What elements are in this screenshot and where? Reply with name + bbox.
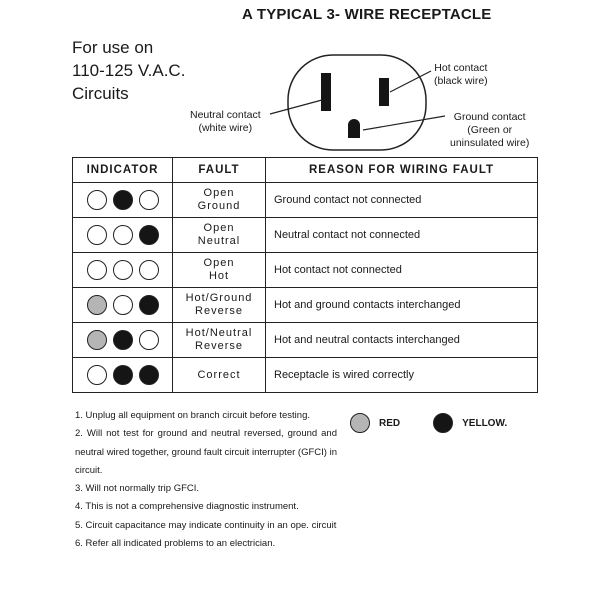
light-yellow-icon (138, 225, 159, 245)
red-light-icon (350, 413, 370, 433)
usage-line: For use on (72, 38, 154, 57)
light-off-icon (138, 190, 159, 210)
fault-table: INDICATOR FAULT REASON FOR WIRING FAULT … (72, 157, 538, 393)
usage-line: 110-125 V.A.C. (72, 61, 186, 80)
hot-label: Hot contact(black wire) (434, 62, 488, 87)
legend-red: RED (379, 417, 401, 429)
light-off-icon (86, 190, 107, 210)
page-title: A TYPICAL 3- WIRE RECEPTACLE (242, 6, 492, 23)
header-reason: REASON FOR WIRING FAULT (265, 157, 538, 183)
legend-yellow: YELLOW. (462, 417, 508, 429)
note: 1. Unplug all equipment on branch circui… (75, 410, 310, 421)
reason-cell: Ground contact not connected (265, 182, 538, 218)
light-yellow-icon (138, 365, 159, 385)
light-yellow-icon (112, 365, 133, 385)
fault-text: Open (203, 222, 235, 234)
indicator-cell (72, 217, 173, 253)
header-indicator: INDICATOR (72, 157, 173, 183)
reason-cell: Hot and neutral contacts interchanged (265, 322, 538, 358)
light-red-icon (86, 330, 107, 350)
notes-list: 1. Unplug all equipment on branch circui… (75, 407, 337, 553)
fault-text: Open (203, 257, 235, 269)
fault-text: Reverse (195, 305, 243, 317)
light-off-icon (112, 295, 133, 315)
header-fault: FAULT (172, 157, 266, 183)
hot-slot (379, 78, 389, 106)
indicator-cell (72, 182, 173, 218)
light-red-icon (86, 295, 107, 315)
reason-cell: Receptacle is wired correctly (265, 357, 538, 393)
indicator-cell (72, 287, 173, 323)
light-off-icon (112, 260, 133, 280)
reason-cell: Hot and ground contacts interchanged (265, 287, 538, 323)
indicator-cell (72, 252, 173, 288)
neutral-slot (321, 73, 331, 111)
fault-text: Hot/Neutral (185, 327, 253, 339)
ground-hole (348, 119, 360, 138)
legend: RED YELLOW. (347, 413, 507, 433)
fault-text: Hot/Ground (185, 292, 253, 304)
fault-text: Reverse (195, 340, 243, 352)
receptacle-outline (287, 54, 427, 151)
note: 2. Will not test for ground and neutral … (75, 428, 337, 476)
light-yellow-icon (112, 190, 133, 210)
indicator-cell (72, 357, 173, 393)
light-off-icon (138, 260, 159, 280)
light-off-icon (138, 330, 159, 350)
table-row: Correct Receptacle is wired correctly (72, 357, 538, 393)
fault-text: Open (203, 187, 235, 199)
note: 3. Will not normally trip GFCI. (75, 483, 200, 495)
usage-note: For use on 110-125 V.A.C. Circuits (72, 36, 185, 105)
fault-text: Hot (208, 270, 230, 282)
neutral-label: Neutral contact(white wire) (190, 109, 261, 134)
fault-text: Ground (197, 200, 241, 212)
light-yellow-icon (112, 330, 133, 350)
usage-line: Circuits (72, 84, 129, 103)
light-off-icon (86, 260, 107, 280)
note: 6. Refer all indicated problems to an el… (75, 538, 276, 550)
yellow-light-icon (433, 413, 454, 433)
fault-cell: Correct (172, 357, 266, 393)
note: 4. This is not a comprehensive diagnosti… (75, 501, 299, 513)
light-yellow-icon (138, 295, 159, 315)
light-off-icon (112, 225, 133, 245)
indicator-cell (72, 322, 173, 358)
reason-cell: Hot contact not connected (265, 252, 538, 288)
note: 5. Circuit capacitance may indicate cont… (75, 519, 337, 531)
reason-cell: Neutral contact not connected (265, 217, 538, 253)
light-off-icon (86, 225, 107, 245)
receptacle-diagram (269, 54, 446, 151)
light-off-icon (86, 365, 107, 385)
fault-text: Neutral (197, 235, 241, 247)
fault-text: Correct (197, 368, 241, 381)
